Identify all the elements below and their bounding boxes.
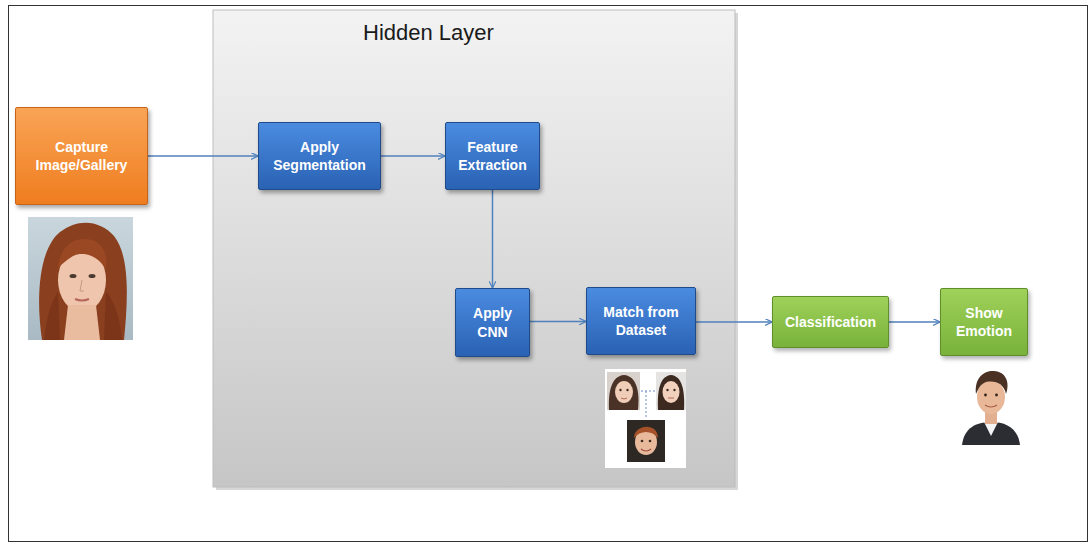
output-box: Classification: [772, 296, 889, 348]
panel-title: Hidden Layer: [363, 20, 494, 46]
flow-arrow: [696, 321, 772, 323]
box-label: Feature Extraction: [454, 138, 531, 174]
frame: [9, 6, 1088, 542]
input-box: Capture Image/Gallery: [15, 107, 148, 205]
output-box: Show Emotion: [940, 288, 1028, 356]
process-box: Apply CNN: [455, 288, 530, 357]
box-label: Capture Image/Gallery: [24, 138, 139, 174]
box-label: Classification: [785, 313, 876, 331]
panel-fill: [213, 10, 735, 487]
flow-arrow: [889, 321, 940, 323]
hidden-layer-panel: Hidden LayerApply Segmentation Feature Ex…: [213, 10, 735, 487]
output-face-photo: [958, 366, 1024, 445]
dataset-face-photos: [605, 369, 686, 468]
process-box: Apply Segmentation: [258, 122, 381, 190]
flow-arrow: [530, 321, 586, 323]
flow-arrow: [148, 155, 258, 157]
box-label: Match from Dataset: [595, 303, 687, 339]
process-box: Match from Dataset: [586, 287, 696, 355]
process-box: Feature Extraction: [445, 122, 540, 190]
input-face-photo: [28, 217, 133, 340]
flow-arrow: [381, 155, 445, 157]
box-label: Show Emotion: [949, 304, 1019, 340]
box-label: Apply CNN: [464, 304, 521, 340]
box-label: Apply Segmentation: [267, 138, 372, 174]
flow-arrow: [492, 190, 494, 288]
